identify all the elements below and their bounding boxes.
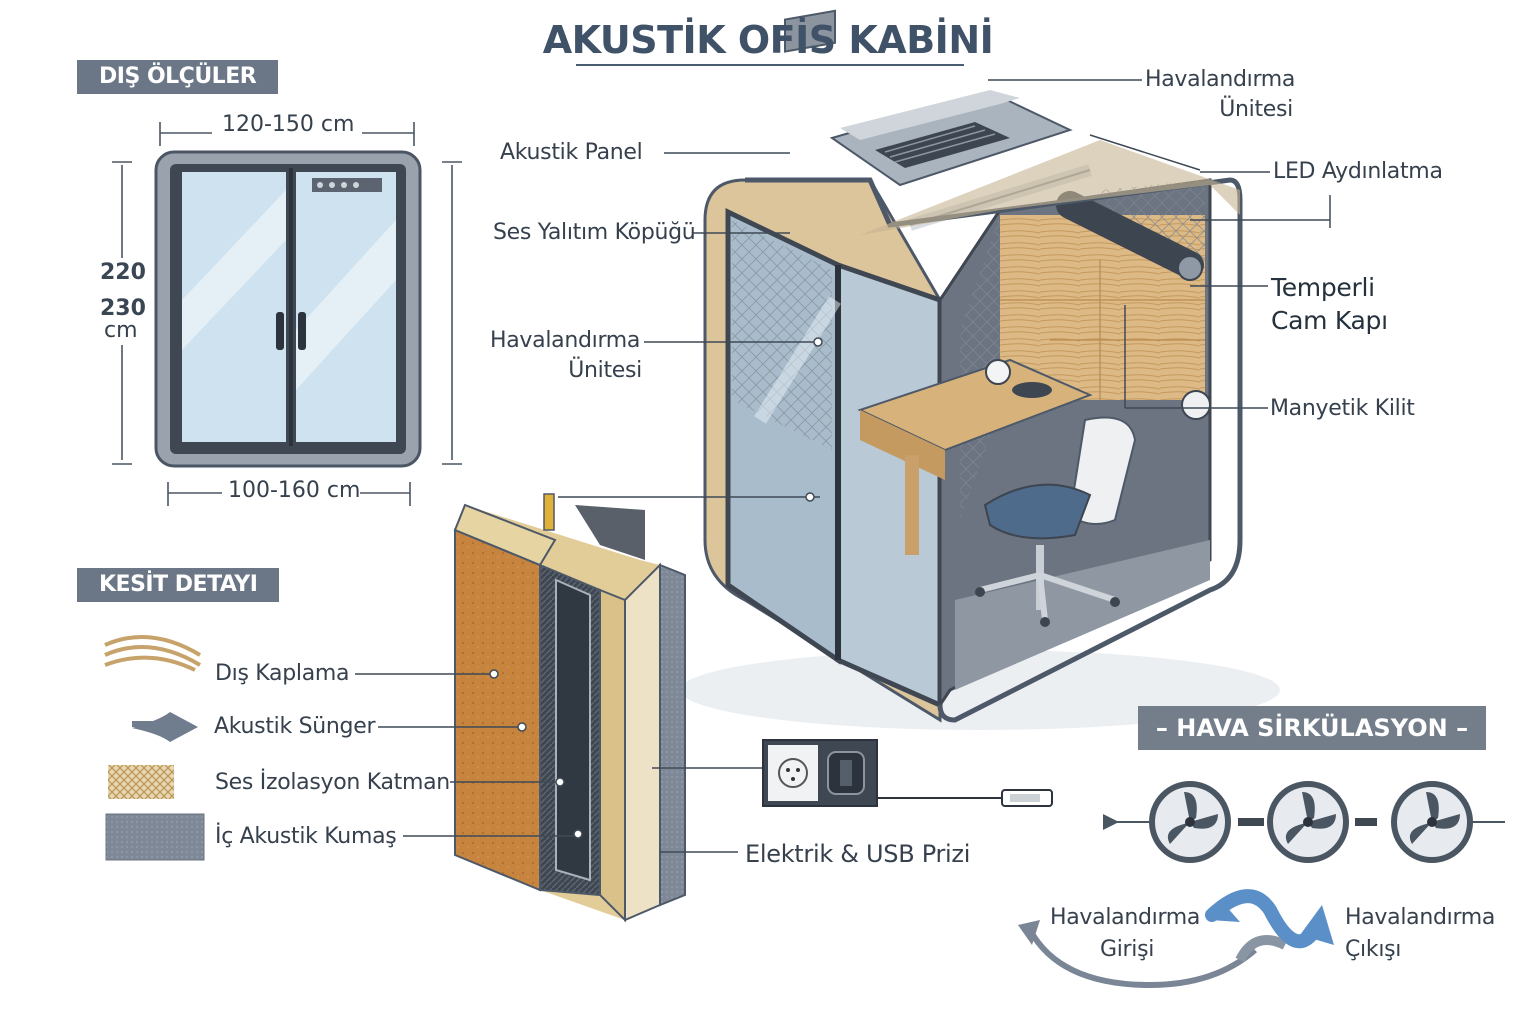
callout-acoustic-panel: Akustik Panel	[500, 140, 643, 165]
dimension-height-2: 230	[100, 296, 146, 321]
callout-dots	[489, 337, 823, 839]
legend-item-inner-fabric: İç Akustik Kumaş	[215, 824, 397, 849]
fan-3	[1391, 781, 1473, 863]
callout-outlet: Elektrik & USB Prizi	[745, 840, 971, 868]
cross-section	[453, 493, 686, 923]
callout-ventilation-top-1: Havalandırma	[1145, 67, 1296, 92]
callout-tempered-glass-1: Temperli	[1271, 273, 1375, 302]
legend-swatches	[104, 635, 205, 861]
front-view-door	[154, 150, 422, 468]
dimension-lines	[112, 122, 462, 506]
airflow-outlet-2: Çıkışı	[1345, 937, 1402, 962]
callout-led-lighting: LED Aydınlatma	[1273, 159, 1443, 184]
callout-ventilation-mid-2: Ünitesi	[568, 358, 642, 383]
section-tag-air-circulation: – HAVA SİRKÜLASYON –	[1138, 706, 1486, 750]
title-underline	[576, 64, 964, 66]
airflow-arrows	[1018, 889, 1334, 989]
callout-ventilation-top-2: Ünitesi	[1219, 97, 1293, 122]
section-tag-dimensions: DIŞ ÖLÇÜLER	[77, 60, 279, 94]
airflow-inlet-1: Havalandırma	[1050, 905, 1201, 930]
fan-1	[1149, 781, 1231, 863]
air-circulation-fans	[1103, 781, 1505, 863]
legend-item-sound-insulation: Ses İzolasyon Katman	[215, 770, 450, 795]
callout-ventilation-mid-1: Havalandırma	[490, 328, 641, 353]
airflow-inlet-2: Girişi	[1100, 937, 1155, 962]
dimension-bottom-width: 100-160 cm	[228, 478, 361, 503]
airflow-outlet-1: Havalandırma	[1345, 905, 1496, 930]
section-tag-cross-section: KESİT DETAYI	[77, 568, 280, 602]
dimension-height-unit: cm	[104, 318, 138, 343]
acoustic-cabin	[680, 9, 1280, 730]
callout-lines	[355, 79, 1331, 853]
fan-2	[1267, 781, 1349, 863]
legend-item-acoustic-foam: Akustik Sünger	[214, 714, 376, 739]
dimension-top-width: 120-150 cm	[222, 112, 355, 137]
dimension-height-1: 220	[100, 260, 146, 285]
outlet-illustration	[762, 739, 1053, 807]
callout-insulation-foam: Ses Yalıtım Köpüğü	[493, 220, 696, 245]
callout-magnetic-lock: Manyetik Kilit	[1270, 396, 1415, 421]
callout-tempered-glass-2: Cam Kapı	[1271, 306, 1388, 335]
legend-item-outer-cladding: Dış Kaplama	[215, 661, 350, 686]
page-title: AKUSTİK OFİS KABİNİ	[542, 18, 994, 62]
